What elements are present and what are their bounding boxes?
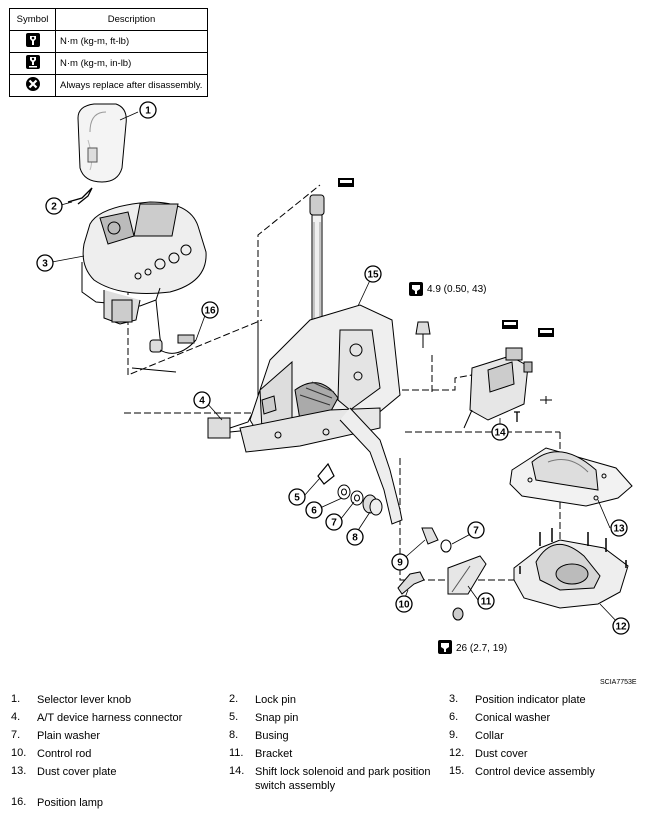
grease-icon [338,178,354,187]
svg-text:12: 12 [615,622,627,633]
callout-16: 16 [201,301,219,319]
callout-14: 14 [491,423,509,441]
svg-text:5: 5 [294,493,300,504]
grease-icon [538,328,554,337]
svg-text:7: 7 [331,518,337,529]
symbol-row: N·m (kg-m, in-lb) [9,52,208,75]
svg-text:10: 10 [398,600,410,611]
svg-text:14: 14 [494,428,506,439]
symbol-row: N·m (kg-m, ft-lb) [9,30,208,53]
svg-text:4.9 (0.50, 43): 4.9 (0.50, 43) [427,284,486,295]
grease-icon [502,320,518,329]
header-symbol: Symbol [9,8,56,31]
svg-text:1: 1 [145,106,151,117]
callout-11: 11 [477,592,495,610]
torque-wrench-icon [25,33,40,47]
svg-text:3: 3 [42,259,48,270]
svg-text:2: 2 [51,202,57,213]
callout-2: 2 [45,197,63,215]
dust-cover [513,528,629,609]
selector-lever-knob [77,103,127,183]
replace-icon [25,77,40,91]
busing [362,494,383,516]
svg-text:6: 6 [311,506,317,517]
callout-15: 15 [364,265,382,283]
bolts [415,321,552,422]
svg-text:8: 8 [352,533,358,544]
callouts: 1 2 3 4 5 6 7 8 9 10 11 12 13 14 15 16 7 [36,101,630,635]
header-description: Description [55,8,208,31]
symbol-description: N·m (kg-m, ft-lb) [55,30,208,53]
position-lamp [131,299,197,373]
callout-9: 9 [391,553,409,571]
collar [421,527,439,545]
torque-wrench-small-icon [25,55,40,69]
svg-text:13: 13 [613,524,625,535]
svg-text:26 (2.7, 19): 26 (2.7, 19) [456,643,507,654]
svg-text:9: 9 [397,558,403,569]
snap-pin [317,462,335,485]
lock-pin [67,187,93,205]
callout-7: 7 [325,513,343,531]
selector-lever-rod [309,194,325,356]
conical-washer [337,484,351,500]
svg-text:15: 15 [367,270,379,281]
bracket [447,555,487,595]
position-indicator-plate [81,201,207,325]
svg-text:7: 7 [473,526,479,537]
symbol-description: N·m (kg-m, in-lb) [55,52,208,75]
callout-4: 4 [193,391,211,409]
shift-lock-solenoid [463,347,533,429]
callout-13: 13 [610,519,628,537]
torque-spec-lower: 26 (2.7, 19) [438,640,507,654]
callout-10: 10 [395,595,413,613]
symbol-table: Symbol Description N·m (kg-m, ft-lb) N·m… [9,8,208,97]
svg-text:4: 4 [199,396,205,407]
callout-1: 1 [139,101,157,119]
callout-6: 6 [305,501,323,519]
grease-marks [338,178,554,337]
svg-text:11: 11 [481,597,492,608]
plain-washer [350,490,364,506]
symbol-row: Always replace after disassembly. [9,74,208,97]
dust-cover-plate [509,447,633,507]
callout-3: 3 [36,254,54,272]
callout-8: 8 [346,528,364,546]
callout-5: 5 [288,488,306,506]
callout-7b: 7 [467,521,485,539]
exploded-diagram: 1 2 3 4 5 6 7 8 9 10 11 12 13 14 15 16 7… [36,101,637,686]
nut [452,607,464,621]
control-rod [397,571,425,595]
control-device-assembly [239,304,403,525]
plain-washer-2 [440,539,452,553]
symbol-table-header: Symbol Description [9,8,208,31]
parts-legend: 1.Selector lever knob 2.Lock pin 3.Posit… [11,693,595,809]
svg-text:16: 16 [204,306,216,317]
torque-spec-upper: 4.9 (0.50, 43) [409,282,486,296]
figure-id: SCIA7753E [600,679,637,686]
symbol-description: Always replace after disassembly. [55,74,208,97]
callout-12: 12 [612,617,630,635]
